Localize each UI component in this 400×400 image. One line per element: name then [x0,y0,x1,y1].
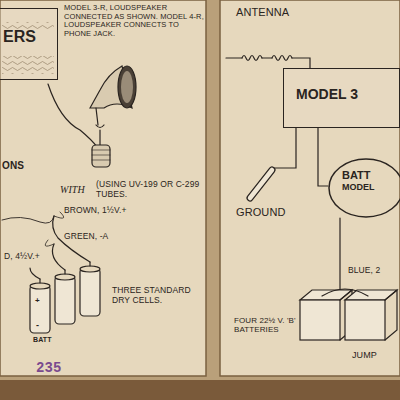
receiver-box: MODEL 3 [283,68,400,128]
red-lead [30,268,40,279]
antenna-insulator [242,56,292,61]
horn-stem [96,108,104,145]
speaker-unit-bands [92,150,110,160]
b-battery-wire [339,218,340,290]
wire-label: BROWN, 1½V.+ [64,206,127,216]
horn-bell [118,66,136,108]
horn-speaker [90,66,132,108]
script-word: WITH [60,184,85,196]
ground-label: GROUND [236,206,286,219]
ground-rod [250,170,272,198]
battery-wire [318,128,328,186]
stamped-number: 235 [36,360,62,376]
node-text: ERS [3,27,53,48]
green-lead [52,244,65,270]
wire-label: D, 4½V.+ [4,252,40,262]
speaker-cord [48,84,98,148]
horn-bell-inner [121,71,133,103]
battery-marking: BATT [33,336,52,344]
node-text: BATT [342,168,400,182]
polarity-mark: + [35,296,40,305]
jumper-wire [322,289,368,296]
antenna-wire [226,58,310,68]
heading-fragment: ONS [2,160,24,172]
node-text: MODEL 3 [296,85,393,103]
speaker-unit [92,145,110,167]
oval-outline [329,159,400,217]
battery-oval: BATTMODEL [328,158,400,218]
cells-label: THREE STANDARD DRY CELLS. [112,286,202,306]
wire-label: GREEN, -A [64,232,108,242]
wood-frame [0,380,400,400]
lead-bundle [2,216,54,223]
antenna-label: ANTENNA [236,6,289,19]
note-text: MODEL 3-R, LOUDSPEAKER CONNECTED AS SHOW… [64,4,204,39]
ground-rod-fill [250,170,272,198]
jumper-label: JUMP [352,350,377,360]
right-panel [220,0,400,376]
wire-label: BLUE, 2 [348,266,380,276]
receiver-box: ERS [0,8,58,80]
polarity-mark: - [36,320,39,330]
batteries-label: FOUR 22½ V. 'B' BATTERIES [234,316,298,334]
lead-loops [45,212,64,246]
tube-note: (USING UV-199 OR C-299 TUBES. [96,180,202,200]
node-text: MODEL [342,182,400,194]
b-batteries [300,289,397,340]
ground-wire [272,128,296,168]
dry-cells [30,262,100,333]
